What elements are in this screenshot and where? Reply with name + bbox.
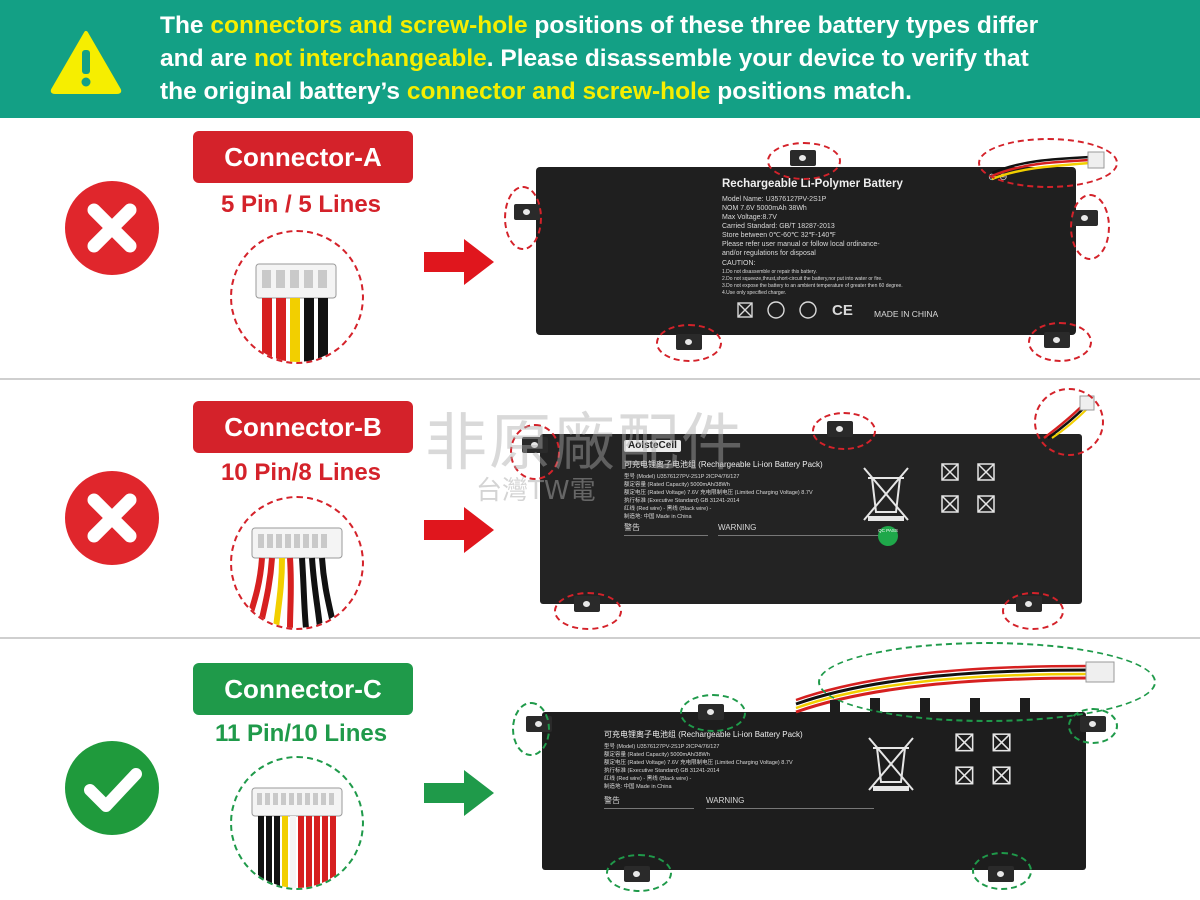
highlight-ring: [1028, 322, 1092, 362]
battery-a-caution-2: 2.Do not squeeze,thrust,short-circuit th…: [722, 276, 883, 282]
banner-message: The connectors and screw-hole positions …: [160, 12, 1039, 105]
highlight-ring: [1068, 708, 1118, 744]
warning-lines: [604, 808, 694, 855]
battery-a-nom: NOM 7.6V 5000mAh 38Wh: [722, 205, 807, 212]
battery-a-standard: Carried Standard: GB/T 18287-2013: [722, 223, 835, 230]
connector-c-pins: 11 Pin/10 Lines: [214, 720, 388, 747]
highlight-ring: [1002, 592, 1064, 630]
connector-b-label: Connector-B: [193, 401, 413, 453]
battery-b-title: 可充电锂离子电池组 (Rechargeable Li-ion Battery P…: [624, 460, 823, 469]
battery-c-warning-cn: 警告: [604, 796, 620, 805]
qc-pass-badge: QC PASS: [878, 526, 898, 546]
battery-c-warning-en: WARNING: [706, 796, 745, 805]
battery-c-standard: 执行标准 (Executive Standard) GB 31241-2014: [604, 768, 720, 774]
warning-lines: [718, 535, 888, 580]
highlight-ring: [978, 138, 1118, 188]
warning-lines: [624, 535, 708, 580]
recycle-bin-icon: [863, 467, 909, 521]
battery-b-wires: 红线 (Red wire) - 黑线 (Black wire) -: [624, 506, 712, 512]
battery-a-image: Rechargeable Li-Polymer Battery Model Na…: [536, 167, 1076, 335]
battery-a-disposal2: and/or regulations for disposal: [722, 250, 816, 257]
highlight-ring: [818, 642, 1156, 722]
battery-b-image: AolsteCell 可充电锂离子电池组 (Rechargeable Li-io…: [540, 434, 1082, 604]
highlight-ring: [812, 412, 876, 450]
battery-a-model: Model Name: U3576127PV-2S1P: [722, 196, 827, 203]
connector-c-plug-image: [230, 756, 364, 890]
battery-a-caution-4: 4.Use only specified charger.: [722, 290, 787, 296]
red-arrow-icon: [424, 507, 494, 553]
battery-b-warning-cn: 警告: [624, 523, 640, 532]
battery-a-caution-1: 1.Do not disassemble or repair this batt…: [722, 269, 817, 275]
highlight-ring: [680, 694, 746, 732]
battery-c-voltage: 额定电压 (Rated Voltage) 7.6V 充电限制电压 (Limite…: [604, 760, 793, 766]
battery-a-disposal: Please refer user manual or follow local…: [722, 241, 880, 248]
green-check-icon: [64, 740, 160, 836]
section-divider: [0, 378, 1200, 380]
battery-c-wires: 红线 (Red wire) - 黑线 (Black wire) -: [604, 776, 692, 782]
battery-c-title: 可充电锂离子电池组 (Rechargeable Li-ion Battery P…: [604, 730, 803, 739]
safety-icons: [941, 463, 995, 513]
highlight-ring: [1070, 194, 1110, 260]
connector-a-label: Connector-A: [193, 131, 413, 183]
svg-text:CE: CE: [832, 302, 853, 319]
highlight-ring: [606, 854, 672, 892]
watermark: 非原廠配件: [425, 406, 746, 479]
battery-a-max: Max Voltage:8.7V: [722, 214, 777, 221]
battery-b-standard: 执行标准 (Executive Standard) GB 31241-2014: [624, 498, 740, 504]
warning-triangle-icon: [50, 31, 122, 94]
battery-c-model: 型号 (Model) U3576127PV-2S1P 2ICP4/76/127: [604, 744, 720, 750]
red-x-icon: [64, 470, 160, 566]
battery-b-brand: AolsteCell: [624, 440, 681, 452]
recycle-bin-icon: [868, 737, 914, 791]
highlight-ring: [767, 142, 841, 180]
safety-icons: [955, 733, 1011, 785]
battery-a-title: Rechargeable Li-Polymer Battery: [722, 178, 903, 190]
battery-a-store: Store between 0℃-60℃ 32℉-140℉: [722, 232, 836, 239]
section-divider: [0, 637, 1200, 639]
connector-b-pins: 10 Pin/8 Lines: [220, 459, 382, 486]
highlight-ring: [512, 702, 550, 756]
warning-lines: [706, 808, 874, 855]
battery-b-capacity: 额定容量 (Rated Capacity) 5000mAh/38Wh: [624, 482, 730, 488]
battery-c-made-in: 制造地: 中国 Made in China: [604, 784, 672, 790]
warning-banner: The connectors and screw-hole positions …: [0, 0, 1200, 118]
highlight-ring: [504, 186, 542, 250]
battery-b-voltage: 额定电压 (Rated Voltage) 7.6V 充电限制电压 (Limite…: [624, 490, 813, 496]
connector-a-pins: 5 Pin / 5 Lines: [220, 191, 382, 218]
battery-b-made-in: 制造地: 中国 Made in China: [624, 514, 692, 520]
highlight-ring: [1034, 388, 1104, 456]
certification-icons: CE: [737, 301, 853, 319]
battery-a-caution: CAUTION:: [722, 260, 756, 267]
battery-a-caution-3: 3.Do not expose the battery to an ambien…: [722, 283, 903, 289]
battery-c-capacity: 额定容量 (Rated Capacity) 5000mAh/38Wh: [604, 752, 710, 758]
battery-b-model: 型号 (Model) U3576127PV-2S1P 2ICP4/76/127: [624, 474, 740, 480]
battery-b-warning-en: WARNING: [718, 523, 757, 532]
battery-c-image: 可充电锂离子电池组 (Rechargeable Li-ion Battery P…: [542, 712, 1086, 870]
red-arrow-icon: [424, 239, 494, 285]
connector-c-label: Connector-C: [193, 663, 413, 715]
highlight-ring: [554, 592, 622, 630]
connector-a-plug-image: [230, 230, 364, 364]
highlight-ring: [656, 324, 722, 362]
watermark-sub: 台灣TW電: [476, 476, 596, 506]
red-x-icon: [64, 180, 160, 276]
highlight-ring: [510, 424, 560, 480]
highlight-ring: [972, 852, 1032, 890]
battery-a-made-in: MADE IN CHINA: [874, 309, 939, 319]
connector-b-plug-image: [230, 496, 364, 630]
green-arrow-icon: [424, 770, 494, 816]
